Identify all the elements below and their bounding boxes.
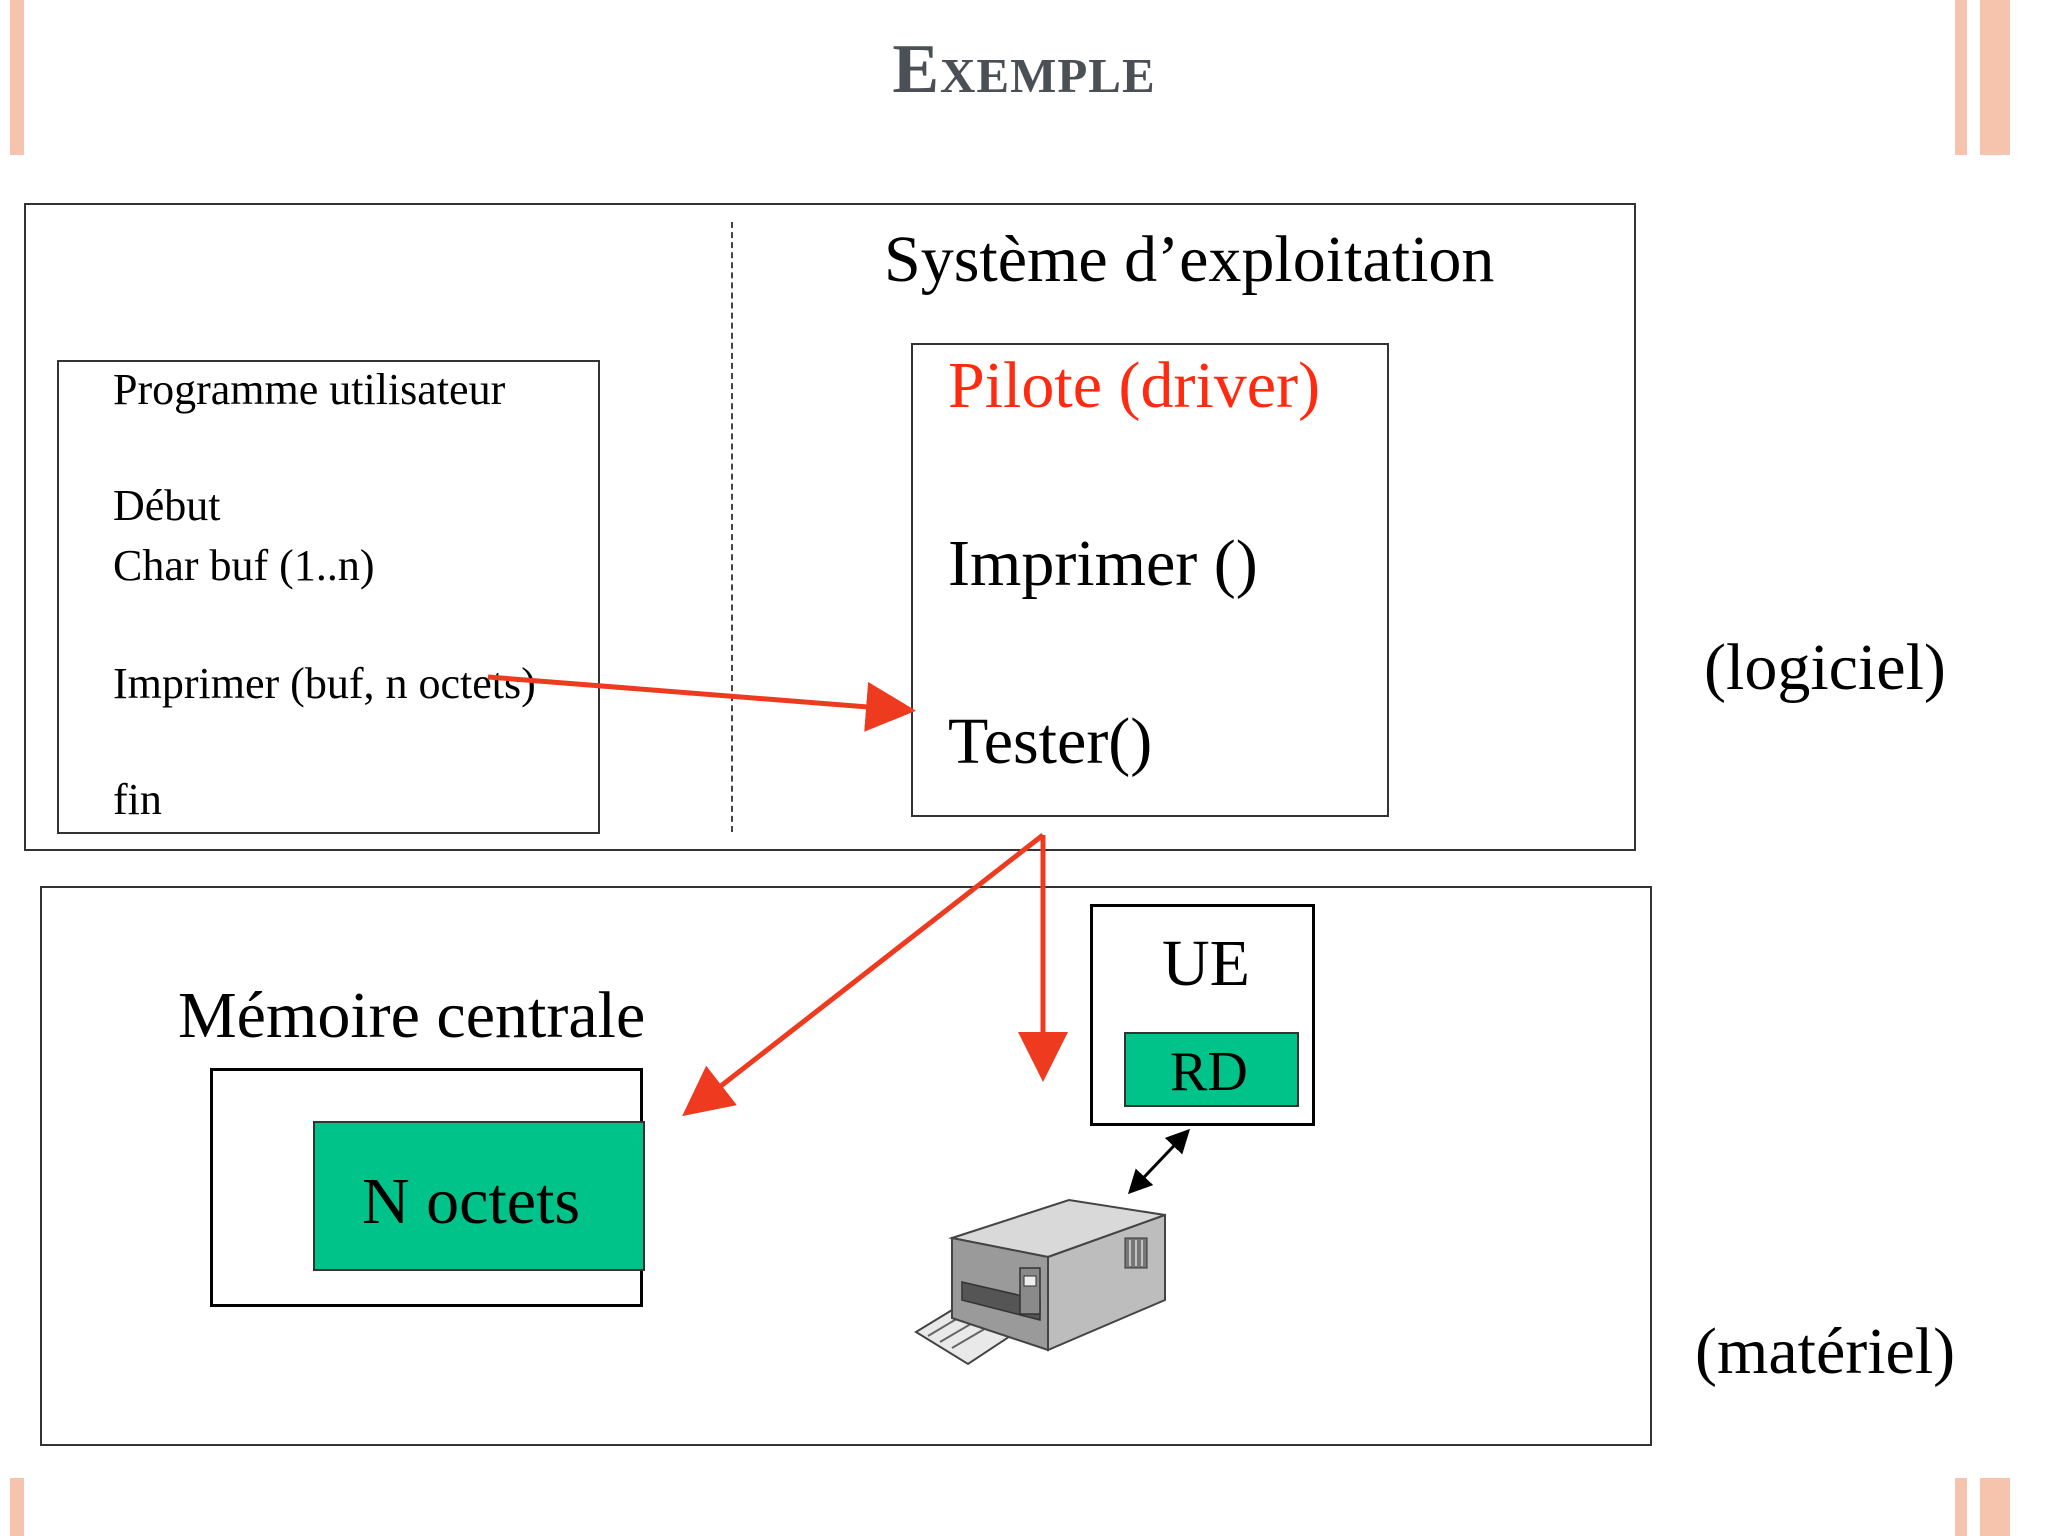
register-label: RD	[1170, 1041, 1248, 1103]
user-kernel-separator	[731, 222, 733, 832]
memory-block	[313, 1121, 645, 1271]
software-side-label: (logiciel)	[1704, 631, 1946, 704]
slide-title: Exemple	[892, 31, 1156, 108]
call-arrow	[487, 674, 916, 732]
edge-decoration	[1980, 1478, 2010, 1536]
printer-icon	[914, 1198, 1166, 1366]
register-block	[1124, 1032, 1299, 1107]
program-line-char-buf: Char buf (1..n)	[113, 541, 375, 590]
user-program-box	[57, 360, 600, 834]
program-line-debut: Début	[113, 481, 221, 530]
hardware-box	[40, 886, 1652, 1446]
controller-box	[1090, 904, 1315, 1126]
controller-printer-link	[1127, 1128, 1191, 1195]
driver-function-tester: Tester()	[948, 705, 1153, 778]
os-label: Système d’exploitation	[884, 223, 1495, 296]
edge-decoration	[10, 1478, 24, 1536]
driver-title: Pilote (driver)	[948, 349, 1321, 422]
edge-decoration	[1980, 0, 2010, 155]
controller-label: UE	[1162, 927, 1250, 1000]
program-line-imprimer: Imprimer (buf, n octets)	[113, 659, 536, 708]
hardware-side-label: (matériel)	[1695, 1315, 1956, 1388]
driver-box	[911, 343, 1389, 817]
edge-decoration	[1955, 0, 1967, 155]
driver-to-memory-arrow	[682, 833, 1045, 1117]
program-line-fin: fin	[113, 775, 162, 824]
memory-block-label: N octets	[362, 1165, 581, 1238]
software-box	[24, 203, 1636, 851]
driver-function-imprimer: Imprimer ()	[948, 527, 1258, 600]
user-program-title: Programme utilisateur	[113, 365, 506, 414]
edge-decoration	[10, 0, 24, 155]
memory-label: Mémoire centrale	[178, 979, 646, 1052]
edge-decoration	[1955, 1478, 1967, 1536]
